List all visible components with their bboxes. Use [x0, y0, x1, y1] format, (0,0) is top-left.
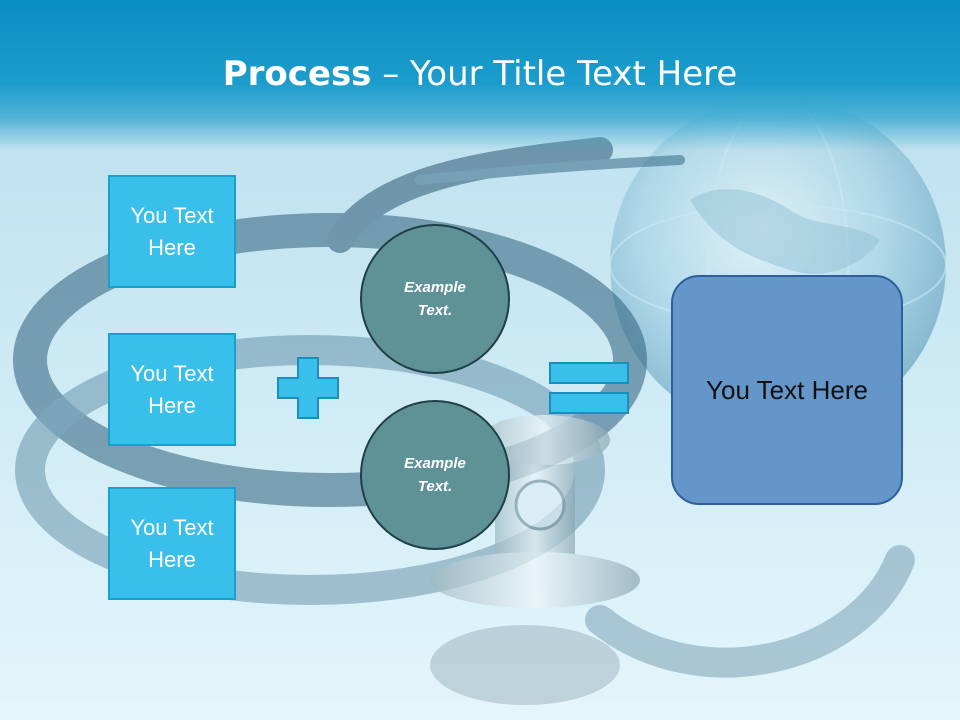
example-circle-1[interactable]: Example Text.: [360, 224, 510, 374]
slide-title: Process – Your Title Text Here: [0, 52, 960, 96]
text-box-2[interactable]: You Text Here: [108, 333, 236, 446]
circle-label: Example Text.: [404, 455, 466, 495]
title-rest: – Your Title Text Here: [371, 54, 738, 94]
stethoscope-tube-shape: [13, 137, 915, 678]
header-bar: [0, 0, 960, 150]
stethoscope-chestpiece-shape: [430, 415, 640, 705]
text-box-3[interactable]: You Text Here: [108, 487, 236, 600]
result-box[interactable]: You Text Here: [671, 275, 903, 505]
example-circle-2[interactable]: Example Text.: [360, 400, 510, 550]
result-label: You Text Here: [706, 374, 868, 405]
text-box-label: You Text Here: [130, 360, 214, 418]
text-box-label: You Text Here: [130, 202, 214, 260]
circle-label: Example Text.: [404, 279, 466, 319]
title-bold: Process: [222, 54, 372, 94]
plus-icon: [277, 357, 339, 419]
equals-icon: [549, 362, 629, 414]
text-box-1[interactable]: You Text Here: [108, 175, 236, 288]
text-box-label: You Text Here: [130, 514, 214, 572]
